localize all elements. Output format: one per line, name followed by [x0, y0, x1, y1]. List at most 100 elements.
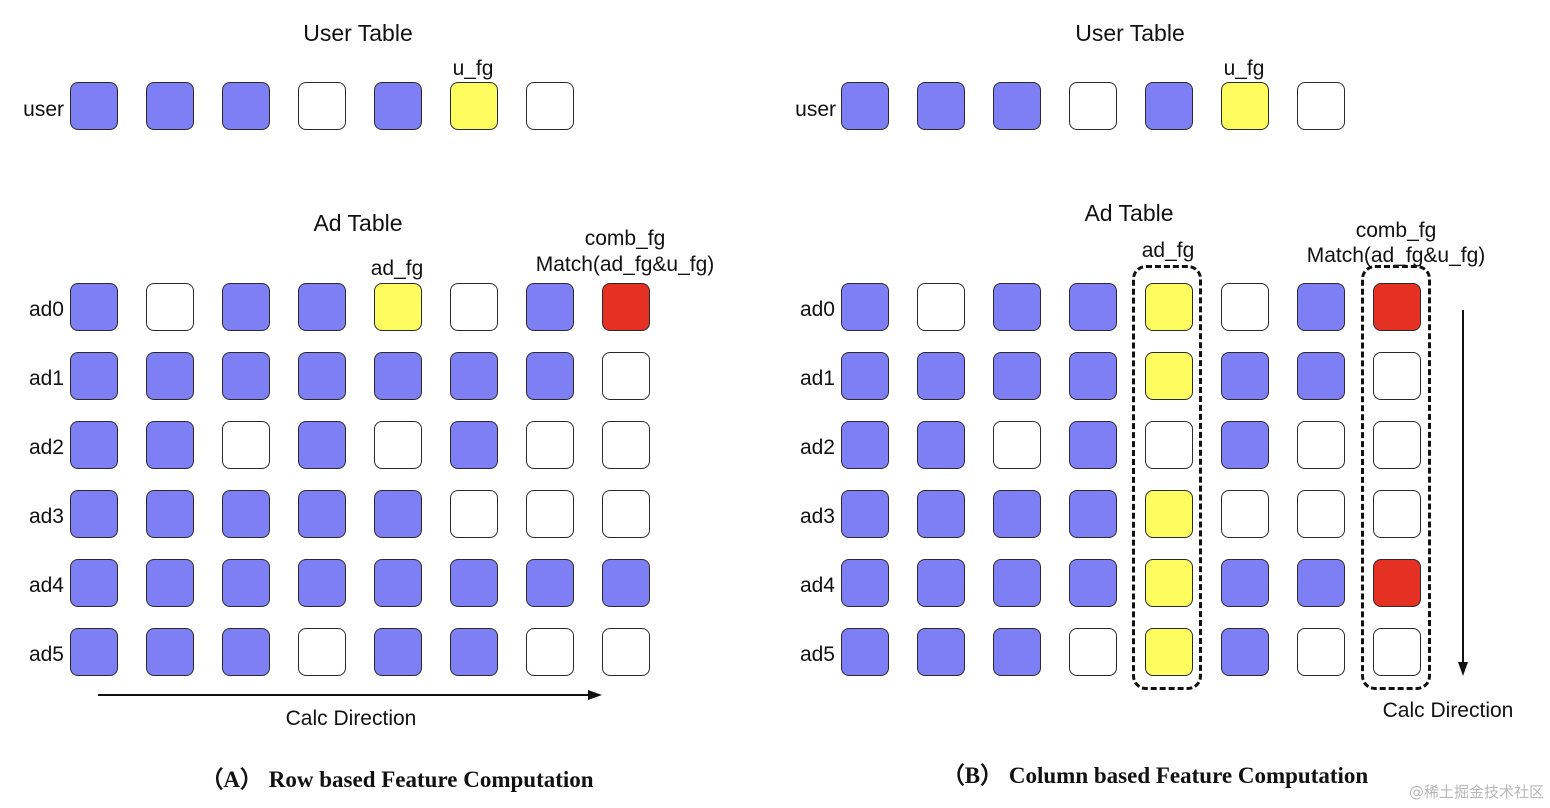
- user-cell: [374, 82, 422, 130]
- ad-cell: [298, 559, 346, 607]
- ad-cell: [298, 490, 346, 538]
- ad-cell: [222, 559, 270, 607]
- ad-cell: [917, 283, 965, 331]
- ad-cell: [298, 352, 346, 400]
- user-row-label: user: [23, 98, 64, 121]
- ad-cell: [1069, 283, 1117, 331]
- ad-cell: [841, 352, 889, 400]
- ad-cell: [298, 283, 346, 331]
- ad-cell: [146, 628, 194, 676]
- ad-cell: [374, 421, 422, 469]
- ad-cell: [602, 352, 650, 400]
- ad-row-label: ad0: [28, 298, 64, 321]
- u-fg-label: u_fg: [452, 57, 494, 80]
- ad-cell: [993, 421, 1041, 469]
- ad-cell: [374, 628, 422, 676]
- ad-cell: [1145, 559, 1193, 607]
- ad-fg-label: ad_fg: [1141, 239, 1195, 262]
- ad-cell: [374, 283, 422, 331]
- ad-cell: [146, 559, 194, 607]
- ad-cell: [841, 421, 889, 469]
- comb-fg-column-highlight: [1361, 265, 1431, 690]
- ad-cell: [841, 628, 889, 676]
- ad-table-title: Ad Table: [313, 210, 403, 236]
- ad-cell: [1069, 559, 1117, 607]
- ad-cell: [70, 559, 118, 607]
- ad-cell: [374, 352, 422, 400]
- ad-cell: [993, 283, 1041, 331]
- ad-cell: [841, 490, 889, 538]
- ad-cell: [526, 490, 574, 538]
- ad-cell: [1145, 352, 1193, 400]
- ad-cell: [1069, 628, 1117, 676]
- ad-cell: [1297, 559, 1345, 607]
- ad-cell: [298, 421, 346, 469]
- ad-cell: [602, 283, 650, 331]
- ad-cell: [70, 352, 118, 400]
- u-fg-label: u_fg: [1223, 57, 1265, 80]
- ad-cell: [917, 490, 965, 538]
- user-cell: [298, 82, 346, 130]
- ad-cell: [450, 490, 498, 538]
- panel-a-caption: （A） Row based Feature Computation: [200, 767, 594, 792]
- ad-cell: [70, 490, 118, 538]
- ad-cell: [146, 421, 194, 469]
- user-cell: [222, 82, 270, 130]
- ad-cell: [917, 352, 965, 400]
- user-cell: [450, 82, 498, 130]
- ad-cell: [222, 421, 270, 469]
- ad-cell: [1373, 283, 1421, 331]
- ad-cell: [1069, 490, 1117, 538]
- ad-cell: [374, 559, 422, 607]
- ad-cell: [1221, 490, 1269, 538]
- ad-cell: [450, 283, 498, 331]
- ad-cell: [450, 352, 498, 400]
- ad-cell: [146, 283, 194, 331]
- ad-cell: [298, 628, 346, 676]
- ad-cell: [1297, 628, 1345, 676]
- ad-cell: [841, 283, 889, 331]
- ad-cell: [993, 490, 1041, 538]
- ad-cell: [526, 421, 574, 469]
- ad-table-title: Ad Table: [1084, 200, 1174, 226]
- user-cell: [841, 82, 889, 130]
- ad-cell: [993, 559, 1041, 607]
- ad-cell: [993, 352, 1041, 400]
- ad-cell: [1373, 352, 1421, 400]
- calc-direction-arrow-head: [1458, 662, 1468, 676]
- ad-row-label: ad3: [28, 505, 64, 528]
- ad-row-label: ad4: [799, 574, 835, 597]
- ad-row-label: ad5: [28, 643, 64, 666]
- ad-cell: [602, 559, 650, 607]
- ad-cell: [993, 628, 1041, 676]
- ad-cell: [526, 559, 574, 607]
- ad-cell: [602, 421, 650, 469]
- user-cell: [1069, 82, 1117, 130]
- ad-cell: [602, 490, 650, 538]
- ad-cell: [450, 559, 498, 607]
- user-cell: [917, 82, 965, 130]
- user-cell: [993, 82, 1041, 130]
- calc-direction-arrow-line: [98, 694, 590, 696]
- comb-fg-label: comb_fg: [584, 227, 666, 250]
- watermark: @稀土掘金技术社区: [1408, 783, 1544, 801]
- ad-cell: [602, 628, 650, 676]
- ad-cell: [1221, 628, 1269, 676]
- ad-cell: [1373, 490, 1421, 538]
- ad-cell: [222, 490, 270, 538]
- ad-cell: [917, 628, 965, 676]
- calc-direction-arrow-line: [1462, 310, 1464, 664]
- user-cell: [526, 82, 574, 130]
- ad-cell: [1145, 490, 1193, 538]
- user-cell: [1145, 82, 1193, 130]
- ad-row-label: ad5: [799, 643, 835, 666]
- user-cell: [70, 82, 118, 130]
- ad-cell: [70, 421, 118, 469]
- ad-cell: [1069, 352, 1117, 400]
- ad-fg-column-highlight: [1132, 265, 1202, 690]
- comb-fg-label: comb_fg: [1355, 219, 1437, 242]
- ad-row-label: ad2: [28, 436, 64, 459]
- ad-cell: [146, 490, 194, 538]
- ad-cell: [526, 283, 574, 331]
- ad-row-label: ad4: [28, 574, 64, 597]
